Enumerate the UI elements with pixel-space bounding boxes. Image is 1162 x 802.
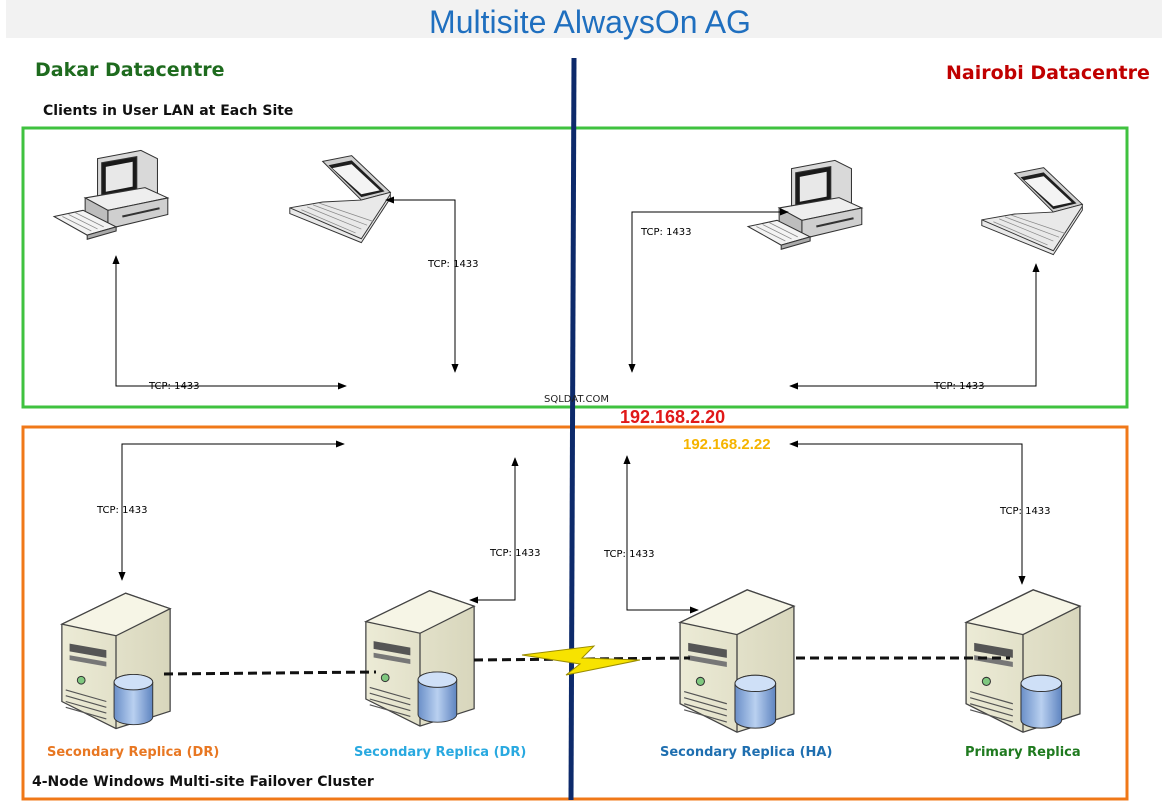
replication-link-1: [163, 670, 377, 676]
listener-ip: 192.168.2.20: [620, 407, 726, 427]
tcp-connector-dakar-dr2: [469, 457, 519, 604]
dakar-laptop-icon: [289, 155, 391, 244]
tcp-label: TCP: 1433: [934, 381, 985, 392]
tcp-label: TCP: 1433: [97, 505, 148, 516]
tcp-connector-dakar-dr1: [118, 440, 345, 581]
left-site-label: Dakar Datacentre: [35, 59, 225, 81]
replication-link-2: [473, 656, 691, 662]
server-icon-nairobi-primary: [965, 589, 1081, 733]
cluster-label: 4-Node Windows Multi-site Failover Clust…: [32, 774, 374, 790]
clients-label: Clients in User LAN at Each Site: [43, 103, 294, 119]
tcp-label: TCP: 1433: [490, 548, 541, 559]
dakar-desktop-icon: [53, 149, 169, 241]
tcp-connector-dakar-desktop: [112, 255, 347, 390]
tcp-label: TCP: 1433: [1000, 506, 1051, 517]
nairobi-desktop-icon: [747, 159, 863, 251]
tcp-connector-nairobi-laptop: [789, 263, 1040, 390]
right-site-label: Nairobi Datacentre: [946, 62, 1150, 84]
node-label-dakar-dr2: Secondary Replica (DR): [354, 745, 527, 760]
nairobi-laptop-icon: [981, 167, 1083, 256]
server-icon-dakar-dr2: [365, 590, 475, 727]
datacentre-divider: [568, 57, 577, 801]
node-label-primary: Primary Replica: [965, 745, 1081, 760]
title-bar: [6, 0, 1162, 38]
tcp-label: TCP: 1433: [604, 549, 655, 560]
wan-link-lightning-icon: [521, 645, 641, 676]
watermark-text: SQLDAT.COM: [544, 394, 609, 405]
server-icon-dakar-dr1: [61, 592, 171, 730]
diagram-title: Multisite AlwaysOn AG: [429, 4, 751, 40]
tcp-label: TCP: 1433: [149, 381, 200, 392]
tcp-connector-nairobi-desktop: [628, 208, 789, 373]
tcp-label: TCP: 1433: [428, 259, 479, 270]
node-label-dakar-dr1: Secondary Replica (DR): [47, 745, 220, 760]
node-label-nairobi-ha: Secondary Replica (HA): [660, 745, 833, 760]
cluster-box: [21, 425, 1129, 801]
tcp-connector-dakar-laptop: [385, 196, 459, 373]
tcp-connector-nairobi-primary: [789, 440, 1026, 585]
tcp-label: TCP: 1433: [641, 227, 692, 238]
secondary-ip: 192.168.2.22: [683, 436, 771, 453]
tcp-connector-nairobi-ha: [623, 455, 699, 614]
server-icon-nairobi-ha: [679, 589, 795, 733]
